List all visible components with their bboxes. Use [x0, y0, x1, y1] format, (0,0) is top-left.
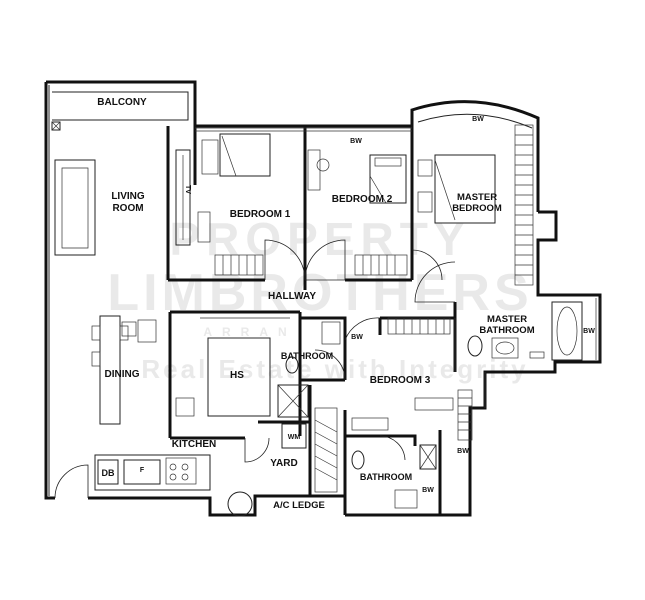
label-dining: DINING	[105, 369, 140, 380]
furniture	[54, 133, 583, 517]
label-bw-master: BW	[472, 116, 484, 123]
label-bedroom-3: BEDROOM 3	[370, 375, 431, 386]
dining-table	[99, 315, 121, 425]
label-balcony: BALCONY	[97, 97, 147, 108]
label-bedroom-1: BEDROOM 1	[230, 209, 291, 220]
bed-bedroom-1	[219, 133, 271, 177]
label-tv: TV	[184, 185, 191, 194]
aircon-marker	[51, 121, 61, 131]
watermark-line-1: PROPERTY	[169, 213, 470, 265]
label-bw-bedroom-2: BW	[350, 138, 362, 145]
bathtub	[551, 301, 583, 361]
label-master-bedroom-2: BEDROOM	[452, 203, 502, 214]
label-bw-bedroom-3: BW	[457, 448, 469, 455]
room-labels: BALCONY LIVING ROOM BEDROOM 1 BEDROOM 2 …	[97, 97, 534, 511]
label-ac-ledge: A/C LEDGE	[273, 500, 325, 511]
label-fridge: F	[140, 467, 145, 474]
watermark: PROPERTY LIMBROTHERS ARRAN Real Estate w…	[107, 213, 528, 384]
label-db: DB	[102, 468, 115, 478]
label-yard: YARD	[270, 458, 297, 469]
label-hs: HS	[230, 370, 244, 381]
label-master-bedroom-1: MASTER	[457, 192, 497, 203]
tv-console	[175, 149, 191, 246]
label-living-room-2: ROOM	[112, 203, 143, 214]
sofa	[54, 159, 96, 256]
doors	[54, 239, 456, 499]
fixture-labels: TV BW BW BW BW BW BW WM DB F	[102, 116, 596, 494]
watermark-line-3: ARRAN	[203, 325, 296, 339]
bed-bedroom-2	[369, 154, 407, 204]
label-bw-common-bath: BW	[351, 334, 363, 341]
label-bw-master-bath: BW	[583, 328, 595, 335]
label-bathroom-3: BATHROOM	[360, 472, 412, 482]
label-living-room-1: LIVING	[111, 191, 145, 202]
label-bedroom-2: BEDROOM 2	[332, 194, 393, 205]
label-bathroom-common: BATHROOM	[281, 351, 333, 361]
windows	[195, 127, 601, 408]
label-hallway: HALLWAY	[268, 291, 316, 302]
label-master-bathroom-1: MASTER	[487, 314, 527, 325]
label-kitchen: KITCHEN	[172, 439, 216, 450]
wardrobes	[214, 124, 534, 493]
label-bw-bath-3: BW	[422, 487, 434, 494]
walls	[44, 80, 602, 517]
label-wm: WM	[288, 434, 301, 441]
label-master-bathroom-2: BATHROOM	[479, 325, 534, 336]
bed-master	[434, 154, 496, 224]
